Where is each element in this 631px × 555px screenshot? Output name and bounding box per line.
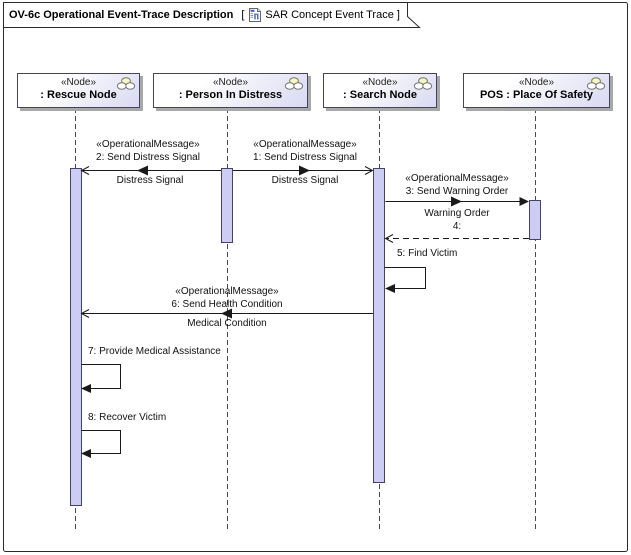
item-flow-triangle bbox=[137, 165, 148, 176]
message-1-conveyed-item[interactable]: Distress Signal bbox=[271, 175, 339, 186]
node-name: : Rescue Node bbox=[40, 89, 117, 101]
node-icon bbox=[116, 77, 136, 90]
node-icon bbox=[284, 77, 304, 90]
node-icon bbox=[413, 77, 433, 90]
message-8-label[interactable]: 8: Recover Victim bbox=[88, 412, 167, 423]
event-trace-diagram-icon bbox=[249, 7, 262, 22]
item-flow-triangle bbox=[451, 196, 462, 207]
message-6-conveyed-item[interactable]: Medical Condition bbox=[187, 318, 267, 329]
message-1-stereotype[interactable]: «OperationalMessage» bbox=[253, 139, 357, 150]
message-6-label[interactable]: 6: Send Health Condition bbox=[171, 299, 283, 310]
node-place-of-safety[interactable]: «Node» POS : Place Of Safety bbox=[463, 73, 610, 108]
node-name: : Person In Distress bbox=[178, 89, 283, 101]
activation-search-node[interactable] bbox=[373, 168, 385, 483]
message-4-label[interactable]: 4: bbox=[452, 221, 462, 232]
message-7-label[interactable]: 7: Provide Medical Assistance bbox=[88, 346, 221, 357]
message-2-conveyed-item[interactable]: Distress Signal bbox=[116, 175, 184, 186]
diagram-title-tab[interactable] bbox=[3, 2, 421, 28]
message-4-reply[interactable] bbox=[384, 234, 530, 243]
node-name: : Search Node bbox=[343, 89, 417, 101]
node-search-node[interactable]: «Node» : Search Node bbox=[323, 73, 437, 108]
title-bracket-open: [ bbox=[241, 9, 245, 21]
node-person-in-distress[interactable]: «Node» : Person In Distress bbox=[153, 73, 308, 108]
node-stereotype: «Node» bbox=[212, 77, 249, 88]
message-1-send-distress-signal[interactable] bbox=[233, 165, 374, 176]
node-icon bbox=[586, 77, 606, 90]
node-stereotype: «Node» bbox=[518, 77, 555, 88]
message-3-send-warning-order[interactable] bbox=[385, 196, 530, 207]
message-2-send-distress-signal[interactable] bbox=[80, 165, 222, 176]
node-name: POS : Place Of Safety bbox=[479, 89, 594, 101]
item-flow-triangle bbox=[299, 165, 310, 176]
item-flow-triangle bbox=[221, 308, 232, 319]
activations bbox=[70, 168, 541, 506]
message-1-label[interactable]: 1: Send Distress Signal bbox=[253, 152, 357, 163]
message-5-label[interactable]: 5: Find Victim bbox=[397, 248, 458, 259]
diagram-title-text: OV-6c Operational Event-Trace Descriptio… bbox=[9, 9, 234, 21]
activation-rescue-node[interactable] bbox=[70, 168, 82, 506]
message-3-stereotype[interactable]: «OperationalMessage» bbox=[405, 173, 509, 184]
node-rescue-node[interactable]: «Node» : Rescue Node bbox=[17, 73, 140, 108]
message-5-find-victim[interactable] bbox=[385, 267, 426, 294]
node-stereotype: «Node» bbox=[60, 77, 97, 88]
message-2-stereotype[interactable]: «OperationalMessage» bbox=[96, 139, 200, 150]
activation-person-in-distress[interactable] bbox=[221, 168, 233, 243]
activation-place-of-safety[interactable] bbox=[529, 200, 541, 240]
diagram-title: OV-6c Operational Event-Trace Descriptio… bbox=[9, 7, 403, 23]
message-8-recover-victim[interactable] bbox=[81, 430, 121, 459]
message-6-send-health-condition[interactable] bbox=[80, 308, 374, 319]
diagram-name: SAR Concept Event Trace bbox=[265, 9, 394, 21]
node-stereotype: «Node» bbox=[362, 77, 398, 88]
message-7-provide-medical-assistance[interactable] bbox=[81, 364, 121, 394]
message-3-conveyed-item[interactable]: Warning Order bbox=[424, 208, 490, 219]
message-2-label[interactable]: 2: Send Distress Signal bbox=[96, 152, 200, 163]
title-bracket-close: ] bbox=[396, 9, 400, 21]
message-3-label[interactable]: 3: Send Warning Order bbox=[405, 186, 509, 197]
message-6-stereotype[interactable]: «OperationalMessage» bbox=[175, 286, 279, 297]
